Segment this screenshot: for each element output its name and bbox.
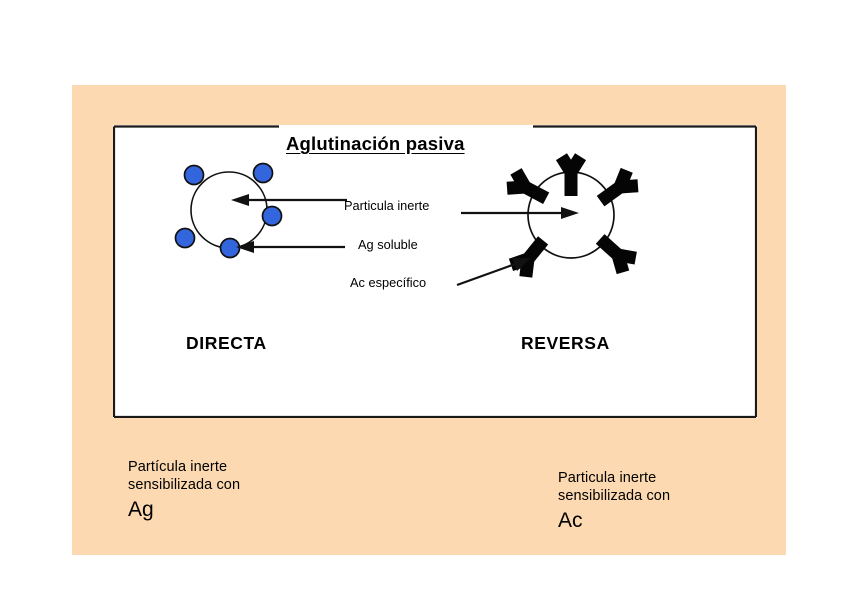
left-carrier-particle bbox=[190, 171, 268, 249]
caption-right-line1: Particula inerte bbox=[558, 470, 657, 486]
caption-left-line2: sensibilizada con bbox=[128, 476, 241, 493]
label-ag-soluble: Ag soluble bbox=[358, 237, 418, 252]
arrow-ac-especifico bbox=[456, 258, 531, 287]
antibody-icon bbox=[596, 167, 639, 207]
antibody-icon bbox=[508, 236, 549, 278]
antibody-icon bbox=[555, 153, 587, 196]
label-ac-especifico: Ac específico bbox=[350, 275, 427, 290]
caption-right: Particula inerte sensibilizada con Ac bbox=[558, 470, 670, 534]
label-directa: DIRECTA bbox=[186, 333, 267, 353]
caption-left-line1: Partícula inerte bbox=[128, 459, 228, 475]
label-particula-inerte: Particula inerte bbox=[344, 198, 430, 213]
caption-left: Partícula inerte sensibilizada con Ag bbox=[128, 459, 240, 523]
arrow-particula-inerte-right bbox=[461, 207, 579, 219]
figure-white-box bbox=[113, 125, 757, 418]
figure-box-border bbox=[113, 125, 757, 418]
arrow-particula-inerte-left bbox=[231, 194, 347, 206]
caption-right-line2: sensibilizada con bbox=[558, 487, 671, 504]
antibody-icon bbox=[595, 234, 637, 275]
right-antibody-symbols bbox=[506, 153, 639, 278]
figure-illustration bbox=[113, 125, 757, 418]
figure-title: Aglutinación pasiva bbox=[286, 133, 465, 154]
left-antigen-dots bbox=[174, 162, 283, 259]
label-reversa: REVERSA bbox=[521, 333, 610, 353]
caption-right-antibody: Ac bbox=[558, 509, 583, 533]
arrow-ag-soluble bbox=[236, 241, 345, 253]
antibody-icon bbox=[506, 168, 550, 205]
caption-left-antigen: Ag bbox=[128, 498, 154, 522]
